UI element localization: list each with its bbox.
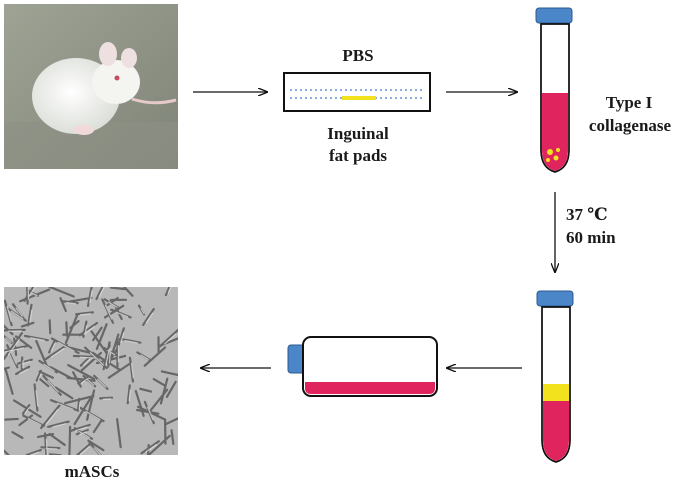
collagenase-label: collagenase — [578, 116, 682, 136]
fat-pads-label: fat pads — [310, 146, 406, 166]
mascs-label: mASCs — [60, 462, 124, 482]
duration-label: 60 min — [566, 228, 636, 248]
fat-pad-marker — [342, 96, 376, 100]
centrifuge-tube-icon — [536, 8, 572, 172]
pbs-label: PBS — [336, 46, 380, 66]
centrifuge-tube-icon-2 — [537, 291, 573, 462]
petri-dish-icon — [284, 73, 430, 111]
temperature-label: 37 ℃ — [566, 205, 626, 225]
type-i-label: Type I — [584, 93, 674, 113]
inguinal-label: Inguinal — [310, 124, 406, 144]
culture-flask-icon — [288, 337, 437, 396]
